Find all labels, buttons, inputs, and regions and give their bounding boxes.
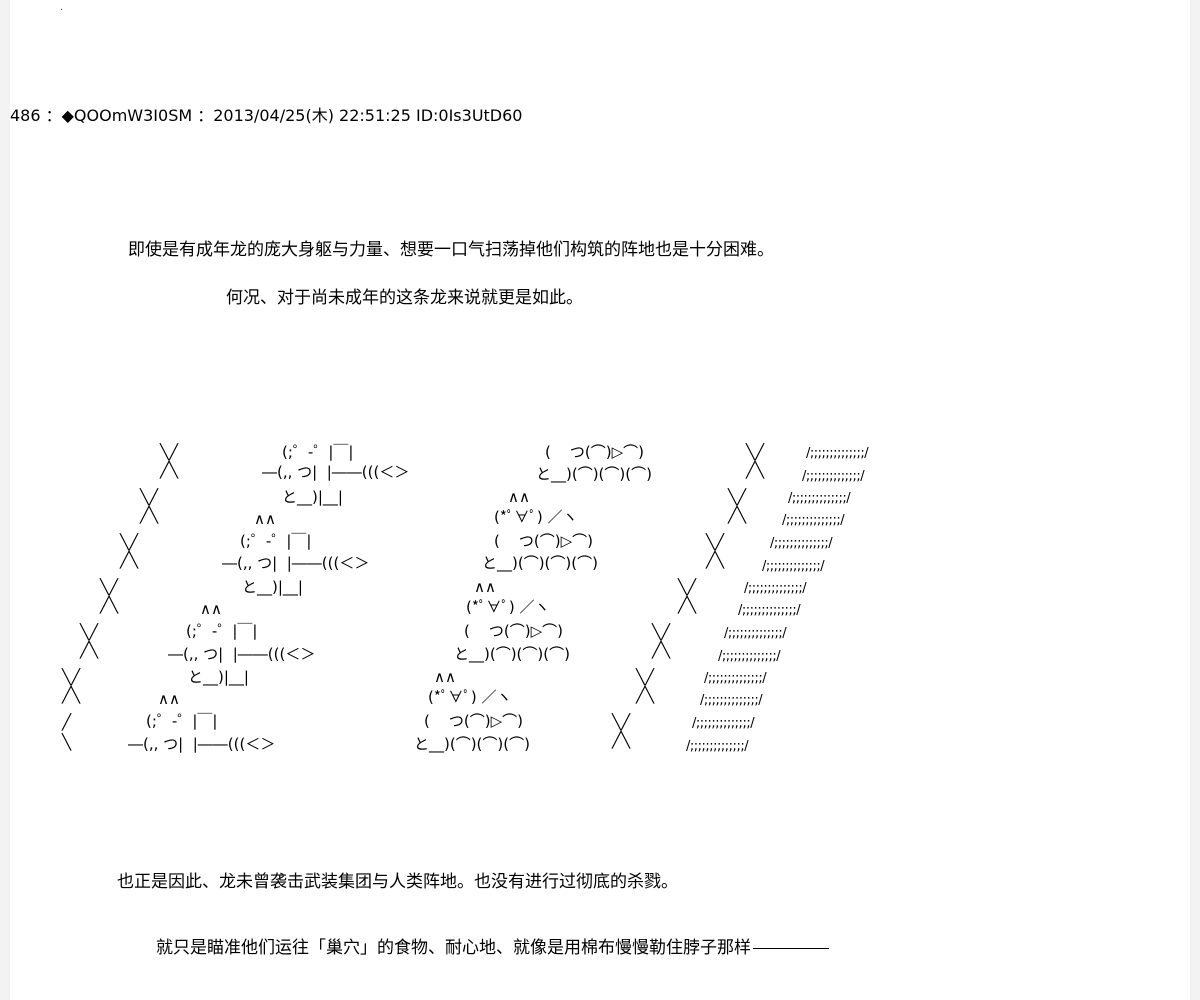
gunner-face: (;゜-゜|￣| bbox=[240, 532, 312, 550]
gunner-feet: と__)|__| bbox=[188, 668, 249, 686]
slash-wall-row: /;;;;;;;;;;;;;;/ bbox=[806, 446, 869, 461]
gunner-face: (;゜-゜|￣| bbox=[146, 712, 218, 730]
crowd-ears: ∧∧ bbox=[474, 578, 496, 596]
wire-x-bottom: ╱╲ bbox=[612, 731, 631, 749]
wire-x-bottom: ╱╲ bbox=[652, 641, 671, 659]
slash-wall-row: /;;;;;;;;;;;;;;/ bbox=[738, 603, 801, 618]
wire-x-top: ╲╱ bbox=[728, 488, 747, 506]
gunner-body: ―(,, つ| |――(((＜＞ bbox=[262, 463, 410, 481]
slash-wall-row: /;;;;;;;;;;;;;;/ bbox=[700, 693, 763, 708]
slash-wall-row: /;;;;;;;;;;;;;;/ bbox=[744, 581, 807, 596]
slash-wall-row: /;;;;;;;;;;;;;;/ bbox=[770, 536, 833, 551]
wire-x-top: ╲╱ bbox=[100, 578, 119, 596]
gunner-ears: ∧∧ bbox=[158, 690, 180, 708]
slash-wall-row: /;;;;;;;;;;;;;;/ bbox=[782, 513, 845, 528]
wire-x-bottom: ╱╲ bbox=[62, 686, 81, 704]
wire-x-top: ╲╱ bbox=[636, 668, 655, 686]
slash-wall-row: /;;;;;;;;;;;;;;/ bbox=[788, 491, 851, 506]
wire-x-top: ╲╱ bbox=[652, 623, 671, 641]
gunner-ears: ∧∧ bbox=[254, 510, 276, 528]
crowd-bottom: と__)(⌒)(⌒)(⌒) bbox=[414, 735, 530, 753]
wire-x-top: ╲╱ bbox=[612, 713, 631, 731]
slash-wall-row: /;;;;;;;;;;;;;;/ bbox=[762, 559, 825, 574]
slash-wall-row: /;;;;;;;;;;;;;;/ bbox=[692, 716, 755, 731]
slash-wall-row: /;;;;;;;;;;;;;;/ bbox=[704, 671, 767, 686]
crowd-bottom: と__)(⌒)(⌒)(⌒) bbox=[454, 645, 570, 663]
gunner-face: (;゜-゜|￣| bbox=[186, 622, 258, 640]
gunner-ears: ∧∧ bbox=[200, 600, 222, 618]
crowd-bottom: と__)(⌒)(⌒)(⌒) bbox=[536, 465, 652, 483]
narration-line-2: 何况、对于尚未成年的这条龙来说就更是如此。 bbox=[226, 288, 583, 308]
crowd-bottom: と__)(⌒)(⌒)(⌒) bbox=[482, 554, 598, 572]
wire-x-top: ╲╱ bbox=[746, 443, 765, 461]
crowd-star-face: (*ﾟ∀ﾟ) ／ヽ bbox=[494, 508, 578, 526]
gunner-body: ―(,, つ| |――(((＜＞ bbox=[128, 735, 276, 753]
wire-x-top: ╲╱ bbox=[62, 668, 81, 686]
wire-x-bottom: ╱╲ bbox=[636, 686, 655, 704]
narration-line-4-wrapper: 就只是瞄准他们运往「巢穴」的食物、耐心地、就像是用棉布慢慢勒住脖子那样 bbox=[156, 937, 829, 959]
left-page-margin bbox=[0, 0, 10, 1000]
gunner-feet: と__)|__| bbox=[282, 488, 343, 506]
gunner-body: ―(,, つ| |――(((＜＞ bbox=[168, 645, 316, 663]
gunner-face: (;゜-゜|￣| bbox=[282, 443, 354, 461]
crowd-ears: ∧∧ bbox=[508, 488, 530, 506]
gunner-feet: と__)|__| bbox=[242, 578, 303, 596]
narration-line-1: 即使是有成年龙的庞大身躯与力量、想要一口气扫荡掉他们构筑的阵地也是十分困难。 bbox=[128, 240, 774, 260]
wire-x-bottom: ╱╲ bbox=[728, 506, 747, 524]
slash-wall-row: /;;;;;;;;;;;;;;/ bbox=[802, 469, 865, 484]
wire-half-top: ╱ bbox=[62, 713, 72, 731]
em-dash-line bbox=[753, 947, 829, 949]
crowd-top: ( つ(⌒)▷⌒) bbox=[424, 712, 524, 730]
crowd-top: ( つ(⌒)▷⌒) bbox=[464, 622, 564, 640]
crowd-top: ( つ(⌒)▷⌒) bbox=[545, 443, 645, 461]
post-header: 486 ：◆QOOmW3I0SM ：2013/04/25(木) 22:51:25… bbox=[10, 106, 523, 125]
wire-x-bottom: ╱╲ bbox=[120, 551, 139, 569]
crowd-top: ( つ(⌒)▷⌒) bbox=[494, 532, 594, 550]
wire-x-bottom: ╱╲ bbox=[160, 461, 179, 479]
right-page-margin bbox=[1190, 0, 1200, 1000]
wire-x-bottom: ╱╲ bbox=[746, 461, 765, 479]
slash-wall-row: /;;;;;;;;;;;;;;/ bbox=[724, 626, 787, 641]
wire-half-bottom: ╲ bbox=[62, 733, 72, 751]
stray-dot: · bbox=[60, 5, 64, 16]
crowd-star-face: (*ﾟ∀ﾟ) ／ヽ bbox=[428, 688, 512, 706]
crowd-ears: ∧∧ bbox=[434, 668, 456, 686]
narration-line-3: 也正是因此、龙未曾袭击武装集团与人类阵地。也没有进行过彻底的杀戮。 bbox=[117, 872, 678, 892]
wire-x-top: ╲╱ bbox=[120, 533, 139, 551]
crowd-star-face: (*ﾟ∀ﾟ) ／ヽ bbox=[466, 598, 550, 616]
wire-x-top: ╲╱ bbox=[80, 623, 99, 641]
wire-x-top: ╲╱ bbox=[140, 488, 159, 506]
wire-x-bottom: ╱╲ bbox=[140, 506, 159, 524]
narration-line-4: 就只是瞄准他们运往「巢穴」的食物、耐心地、就像是用棉布慢慢勒住脖子那样 bbox=[156, 938, 751, 958]
wire-x-bottom: ╱╲ bbox=[100, 596, 119, 614]
wire-x-top: ╲╱ bbox=[706, 533, 725, 551]
slash-wall-row: /;;;;;;;;;;;;;;/ bbox=[686, 739, 749, 754]
wire-x-top: ╲╱ bbox=[160, 443, 179, 461]
wire-x-bottom: ╱╲ bbox=[80, 641, 99, 659]
wire-x-bottom: ╱╲ bbox=[706, 551, 725, 569]
slash-wall-row: /;;;;;;;;;;;;;;/ bbox=[718, 649, 781, 664]
gunner-body: ―(,, つ| |――(((＜＞ bbox=[222, 554, 370, 572]
wire-x-top: ╲╱ bbox=[678, 578, 697, 596]
wire-x-bottom: ╱╲ bbox=[678, 596, 697, 614]
